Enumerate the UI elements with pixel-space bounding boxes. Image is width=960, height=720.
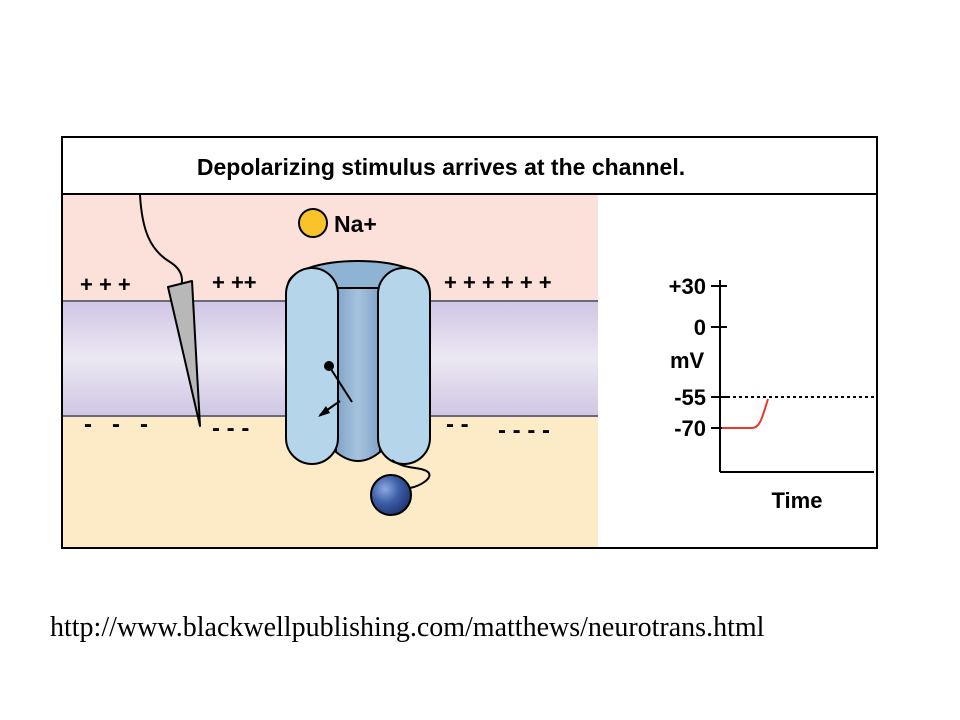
inactivation-ball-icon [370, 474, 412, 516]
electrode-icon [167, 280, 201, 427]
membrane-potential-graph [711, 280, 874, 473]
inside-charges-left: - - - [84, 411, 148, 438]
inside-charges-middle: - - - [212, 415, 249, 442]
outside-charges-right: + + + + + + [444, 270, 552, 295]
outside-charges-left: + + + [80, 272, 131, 297]
ion-label: Na+ [334, 211, 377, 237]
inside-charges-right-a: - - [446, 411, 469, 438]
voltage-sensor-icon [318, 361, 353, 417]
inactivation-chain [391, 459, 431, 489]
panel-title: Depolarizing stimulus arrives at the cha… [197, 154, 685, 180]
x-axis-label: Time [772, 488, 823, 513]
membrane-trace [722, 398, 769, 429]
tick-minus55: -55 [674, 385, 706, 410]
y-axis-label: mV [670, 348, 705, 373]
tick-minus70: -70 [674, 416, 706, 441]
tick-zero: 0 [694, 315, 706, 340]
sodium-ion-icon [298, 208, 328, 238]
inside-charges-right-b: - - - - [498, 417, 550, 444]
sodium-channel-icon [285, 260, 431, 465]
outside-charges-middle: + ++ [212, 270, 257, 295]
tick-plus30: +30 [669, 274, 706, 299]
source-url[interactable]: http://www.blackwellpublishing.com/matth… [50, 612, 765, 643]
